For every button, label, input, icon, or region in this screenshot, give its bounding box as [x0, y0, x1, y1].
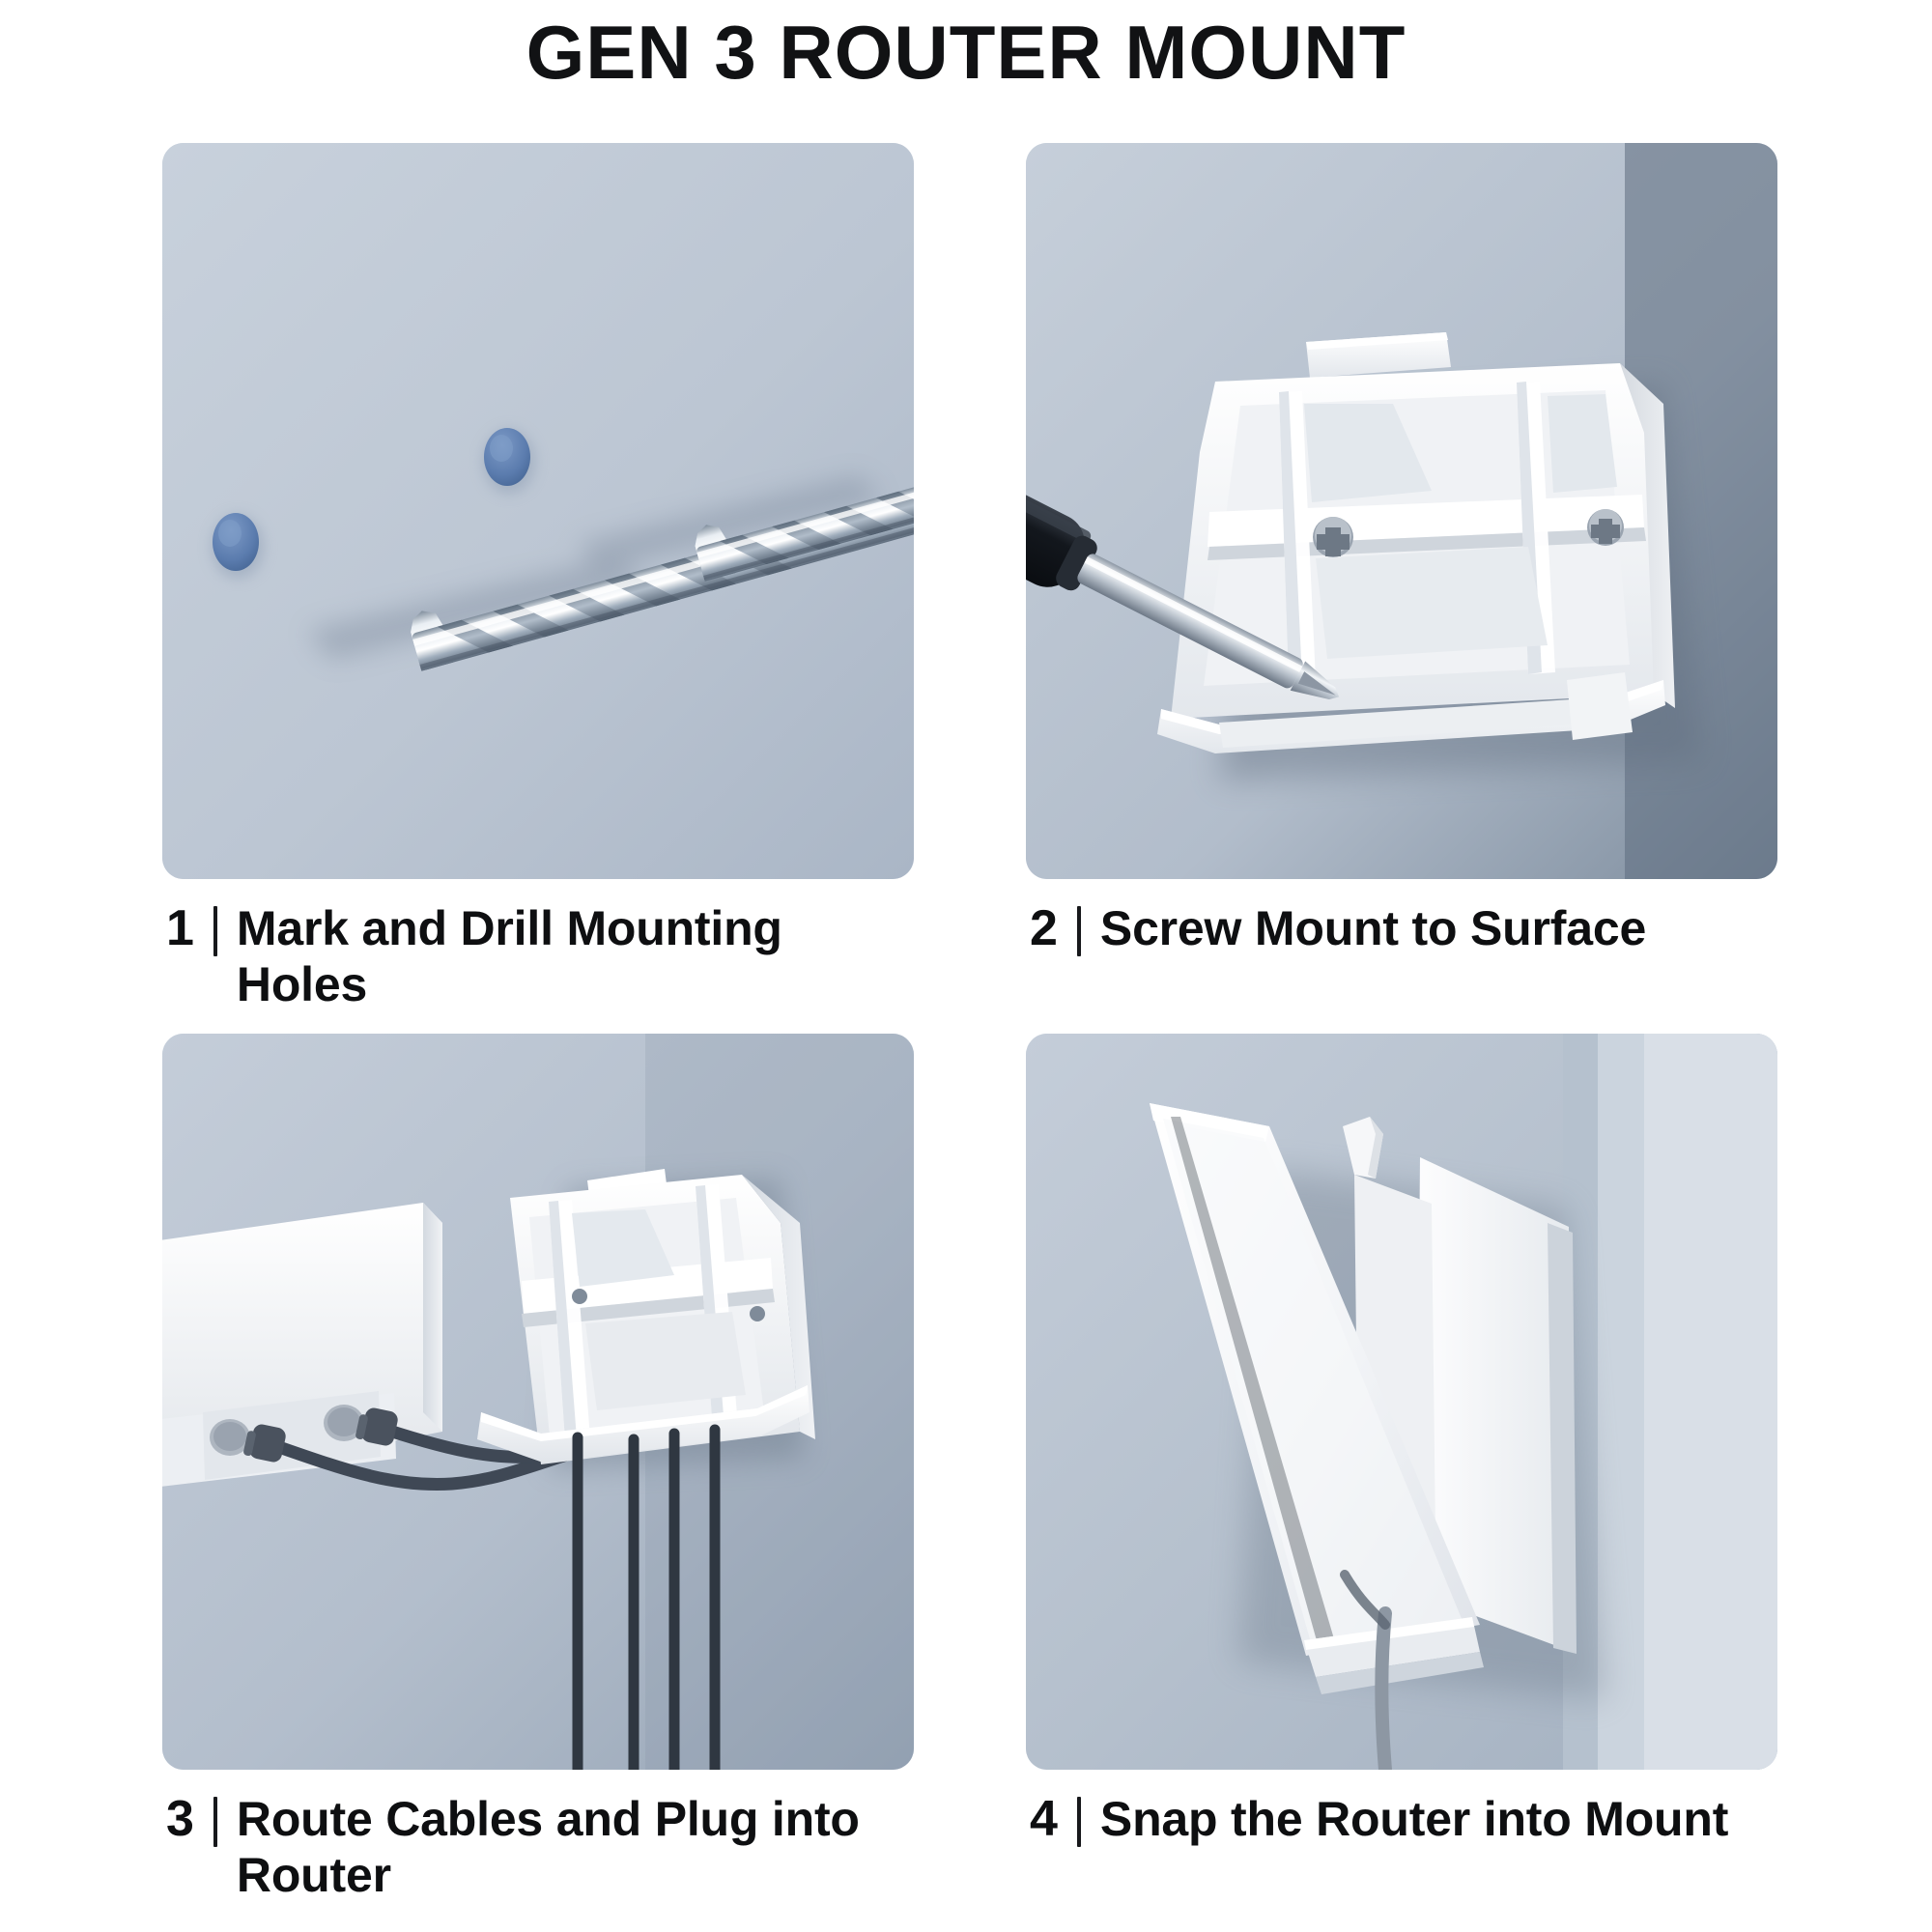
hanging-cables [572, 1424, 721, 1770]
step-1-number: 1 [166, 900, 194, 956]
step-3-label: Route Cables and Plug into Router [236, 1792, 860, 1902]
phillips-screw-left [1313, 517, 1353, 557]
router-body [1150, 1103, 1480, 1656]
step-1: 1 Mark and Drill Mounting Holes [162, 143, 914, 1012]
step-4-number: 4 [1030, 1791, 1058, 1847]
step-3-caption: 3 Route Cables and Plug into Router [162, 1791, 914, 1903]
router-mount-bracket [477, 1169, 815, 1464]
screwdriver [1026, 452, 1340, 699]
power-cable [1375, 1606, 1392, 1770]
route-cables-illustration [162, 1034, 914, 1770]
step-4-separator [1076, 1797, 1081, 1847]
router-mount-bracket [1157, 332, 1675, 753]
step-3-figure [162, 1034, 914, 1770]
cable-connector-left [243, 1424, 286, 1463]
steps-grid: 1 Mark and Drill Mounting Holes [162, 143, 1826, 1903]
step-3-separator [213, 1797, 217, 1847]
phillips-screw-right [1587, 509, 1624, 546]
step-2-figure [1026, 143, 1777, 879]
step-2-label: Screw Mount to Surface [1099, 901, 1647, 955]
drilled-hole-right [483, 428, 535, 494]
screwdriver-handle [1026, 456, 1085, 587]
drill-mounting-holes-illustration [162, 143, 914, 879]
step-1-separator [213, 906, 217, 956]
step-4-label: Snap the Router into Mount [1099, 1792, 1729, 1846]
step-3-number: 3 [166, 1791, 194, 1847]
drilled-hole-left [212, 513, 264, 579]
step-1-figure [162, 143, 914, 879]
cable-port-right [324, 1405, 364, 1441]
step-3: 3 Route Cables and Plug into Router [162, 1034, 914, 1903]
cable-connector-right [355, 1407, 398, 1446]
step-2-caption: 2 Screw Mount to Surface [1026, 900, 1777, 956]
step-1-caption: 1 Mark and Drill Mounting Holes [162, 900, 914, 1012]
step-2-number: 2 [1030, 900, 1058, 956]
drill-bit-upper [695, 440, 914, 582]
snap-router-into-mount-illustration [1026, 1034, 1777, 1770]
step-4: 4 Snap the Router into Mount [1026, 1034, 1777, 1903]
router-rear-panel [1416, 1157, 1577, 1654]
cable-port-left [210, 1419, 250, 1456]
step-2-separator [1076, 906, 1081, 956]
step-4-caption: 4 Snap the Router into Mount [1026, 1791, 1777, 1847]
step-2: 2 Screw Mount to Surface [1026, 143, 1777, 1012]
screw-mount-to-surface-illustration [1026, 143, 1777, 879]
wall-corner [1563, 1034, 1777, 1770]
step-4-figure [1026, 1034, 1777, 1770]
step-1-label: Mark and Drill Mounting Holes [236, 901, 782, 1011]
page-title: GEN 3 ROUTER MOUNT [526, 10, 1406, 95]
drill-bit-shadows [307, 476, 882, 660]
